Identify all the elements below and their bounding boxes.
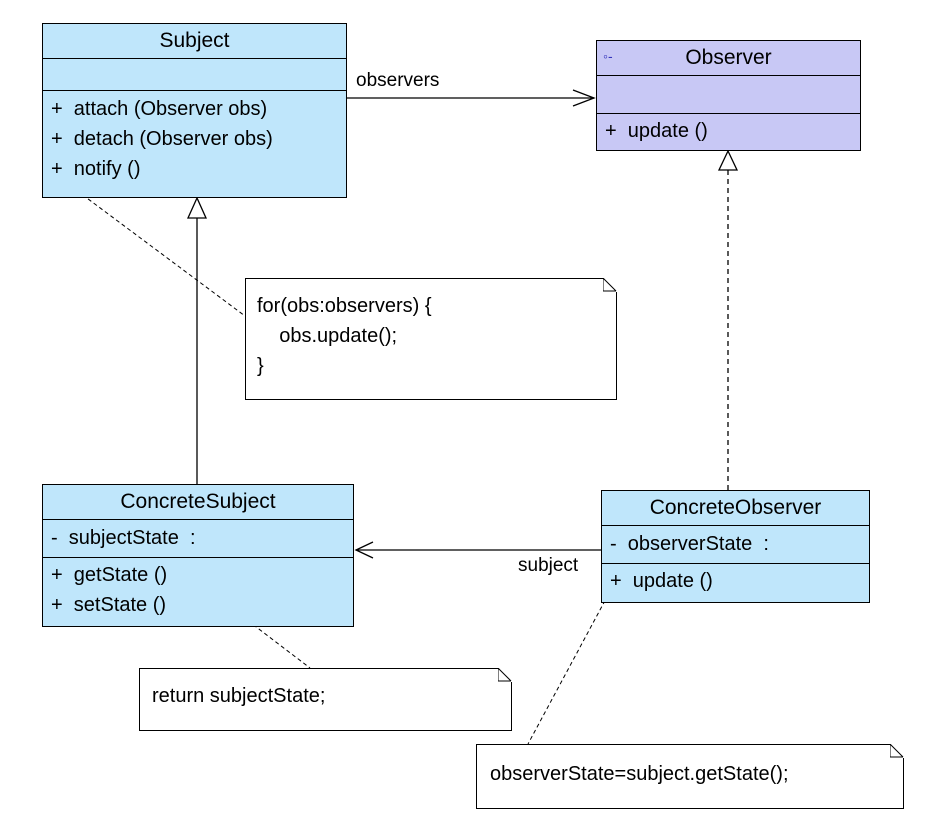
concrete-subject-generalization-arrowhead xyxy=(186,196,208,219)
getstate-implementation-note[interactable]: return subjectState; xyxy=(139,668,512,731)
update-note-anchor xyxy=(527,581,616,745)
concrete-observer-class-name: ConcreteObserver xyxy=(602,491,869,526)
observer-attributes-compartment xyxy=(597,76,860,114)
concrete-subject-class-name: ConcreteSubject xyxy=(43,485,353,520)
concrete-observer-attributes-compartment: - observerState : xyxy=(602,526,869,564)
notify-note-anchor xyxy=(59,177,246,317)
subject-class-name: Subject xyxy=(43,24,346,59)
subject-operation-notify: + notify () xyxy=(51,158,141,180)
concrete-observer-realization-arrowhead xyxy=(717,149,739,171)
observer-operation-update: + update () xyxy=(605,120,708,142)
subject-class[interactable]: Subject + attach (Observer obs) + detach… xyxy=(42,23,347,198)
concrete-observer-operation-update: + update () xyxy=(610,570,713,592)
concrete-observer-operations-compartment: + update () xyxy=(602,564,869,596)
notify-implementation-note[interactable]: for(obs:observers) { obs.update(); } xyxy=(245,278,617,400)
observer-operations-compartment: + update () xyxy=(597,114,860,146)
observers-role-label: observers xyxy=(356,70,440,91)
subject-operation-attach: + attach (Observer obs) xyxy=(51,98,268,120)
note-fold-icon xyxy=(498,668,512,682)
subject-association-arrowhead xyxy=(354,541,374,559)
concrete-subject-operation-getstate: + getState () xyxy=(51,564,168,586)
interface-icon: ◦‐ xyxy=(603,48,613,64)
concrete-observer-attribute-observerstate: - observerState : xyxy=(610,533,769,555)
observer-interface[interactable]: ◦‐ Observer + update () xyxy=(596,40,861,151)
observer-interface-name: Observer xyxy=(685,46,772,69)
note-line-return-subjectstate: return subjectState; xyxy=(152,685,326,707)
observers-association-arrowhead xyxy=(572,89,596,107)
subject-operations-compartment: + attach (Observer obs) + detach (Observ… xyxy=(43,91,346,184)
concrete-subject-class[interactable]: ConcreteSubject - subjectState : + getSt… xyxy=(42,484,354,627)
note-fold-icon xyxy=(603,278,617,292)
concrete-subject-operations-compartment: + getState () + setState () xyxy=(43,558,353,620)
note-line-closing-brace: } xyxy=(257,355,264,377)
note-line-observerstate-assignment: observerState=subject.getState(); xyxy=(490,763,789,785)
subject-operation-detach: + detach (Observer obs) xyxy=(51,128,273,150)
subject-attributes-compartment xyxy=(43,59,346,91)
note-fold-icon xyxy=(890,744,904,758)
update-implementation-note[interactable]: observerState=subject.getState(); xyxy=(476,744,904,809)
observer-interface-name-row: ◦‐ Observer xyxy=(597,41,860,76)
note-line-update-call: obs.update(); xyxy=(257,325,398,347)
note-line-for-loop: for(obs:observers) { xyxy=(257,295,432,317)
concrete-subject-operation-setstate: + setState () xyxy=(51,594,167,616)
concrete-subject-attributes-compartment: - subjectState : xyxy=(43,520,353,558)
subject-role-label: subject xyxy=(518,555,579,576)
concrete-observer-class[interactable]: ConcreteObserver - observerState : + upd… xyxy=(601,490,870,603)
concrete-subject-attribute-subjectstate: - subjectState : xyxy=(51,527,196,549)
